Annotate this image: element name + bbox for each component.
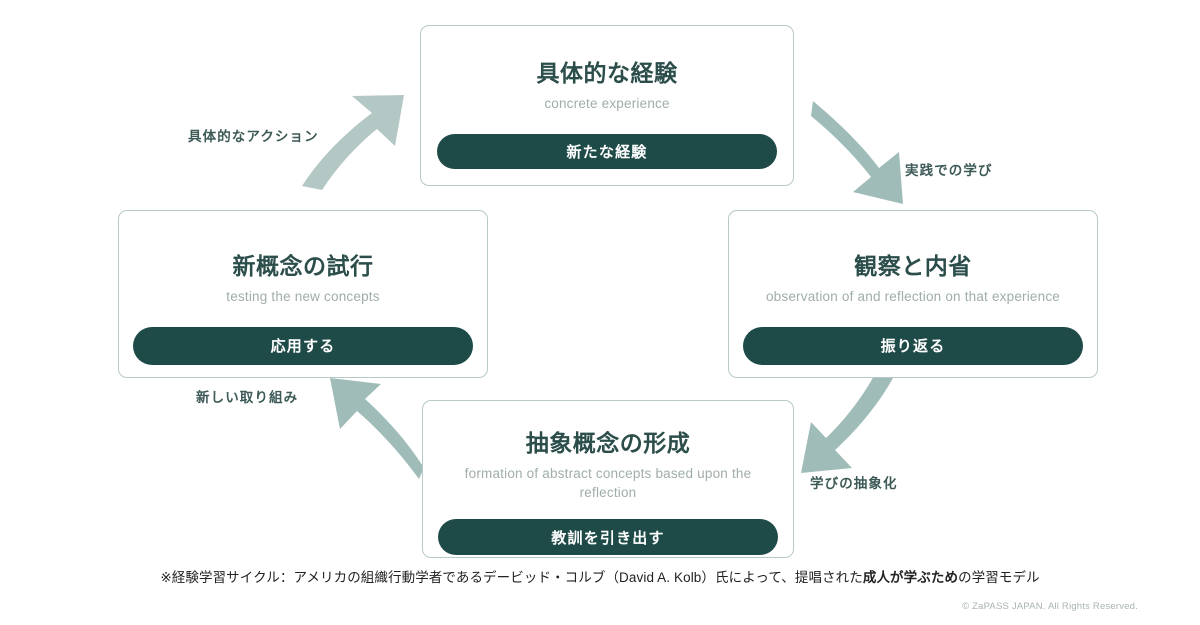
arrow-new-initiative [330,378,424,479]
card-concrete-experience[interactable]: 具体的な経験 concrete experience 新たな経験 [420,25,794,186]
card-observation-reflection[interactable]: 観察と内省 observation of and reflection on t… [728,210,1098,378]
button-apply[interactable]: 応用する [133,326,473,365]
arrow-label-concrete-action: 具体的なアクション [188,129,319,144]
button-new-experience[interactable]: 新たな経験 [437,133,777,169]
card-title: 観察と内省 [854,253,972,279]
arrow-label-new-initiative: 新しい取り組み [196,390,299,405]
card-subtitle: concrete experience [544,95,670,111]
card-subtitle: testing the new concepts [226,288,380,304]
footnote-text-bold: 成人が学ぶため [862,570,959,585]
footnote: ※経験学習サイクル：アメリカの組織行動学者であるデービッド・コルブ（David … [0,569,1200,587]
card-testing-new-concepts[interactable]: 新概念の試行 testing the new concepts 応用する [118,210,488,378]
card-title: 具体的な経験 [536,60,678,86]
arrow-concrete-action [302,95,404,190]
button-reflect[interactable]: 振り返る [743,326,1083,365]
arrow-label-learning-in-practice: 実践での学び [905,163,993,178]
card-title: 新概念の試行 [232,253,374,279]
card-subtitle: formation of abstract concepts based upo… [464,465,752,500]
arrow-learning-in-practice [811,101,903,204]
card-subtitle: observation of and reflection on that ex… [765,288,1061,304]
arrow-abstraction-of-learning [801,374,893,473]
copyright-notice: © ZaPASS JAPAN. All Rights Reserved. [962,601,1138,612]
card-abstract-conceptualisation[interactable]: 抽象概念の形成 formation of abstract concepts b… [422,400,794,558]
button-draw-lessons[interactable]: 教訓を引き出す [438,519,778,556]
arrow-label-abstraction-of-learning: 学びの抽象化 [810,476,898,491]
card-title: 抽象概念の形成 [525,430,691,456]
footnote-text-lead: ※経験学習サイクル：アメリカの組織行動学者であるデービッド・コルブ（David … [160,570,863,585]
footnote-text-tail: の学習モデル [958,570,1040,585]
